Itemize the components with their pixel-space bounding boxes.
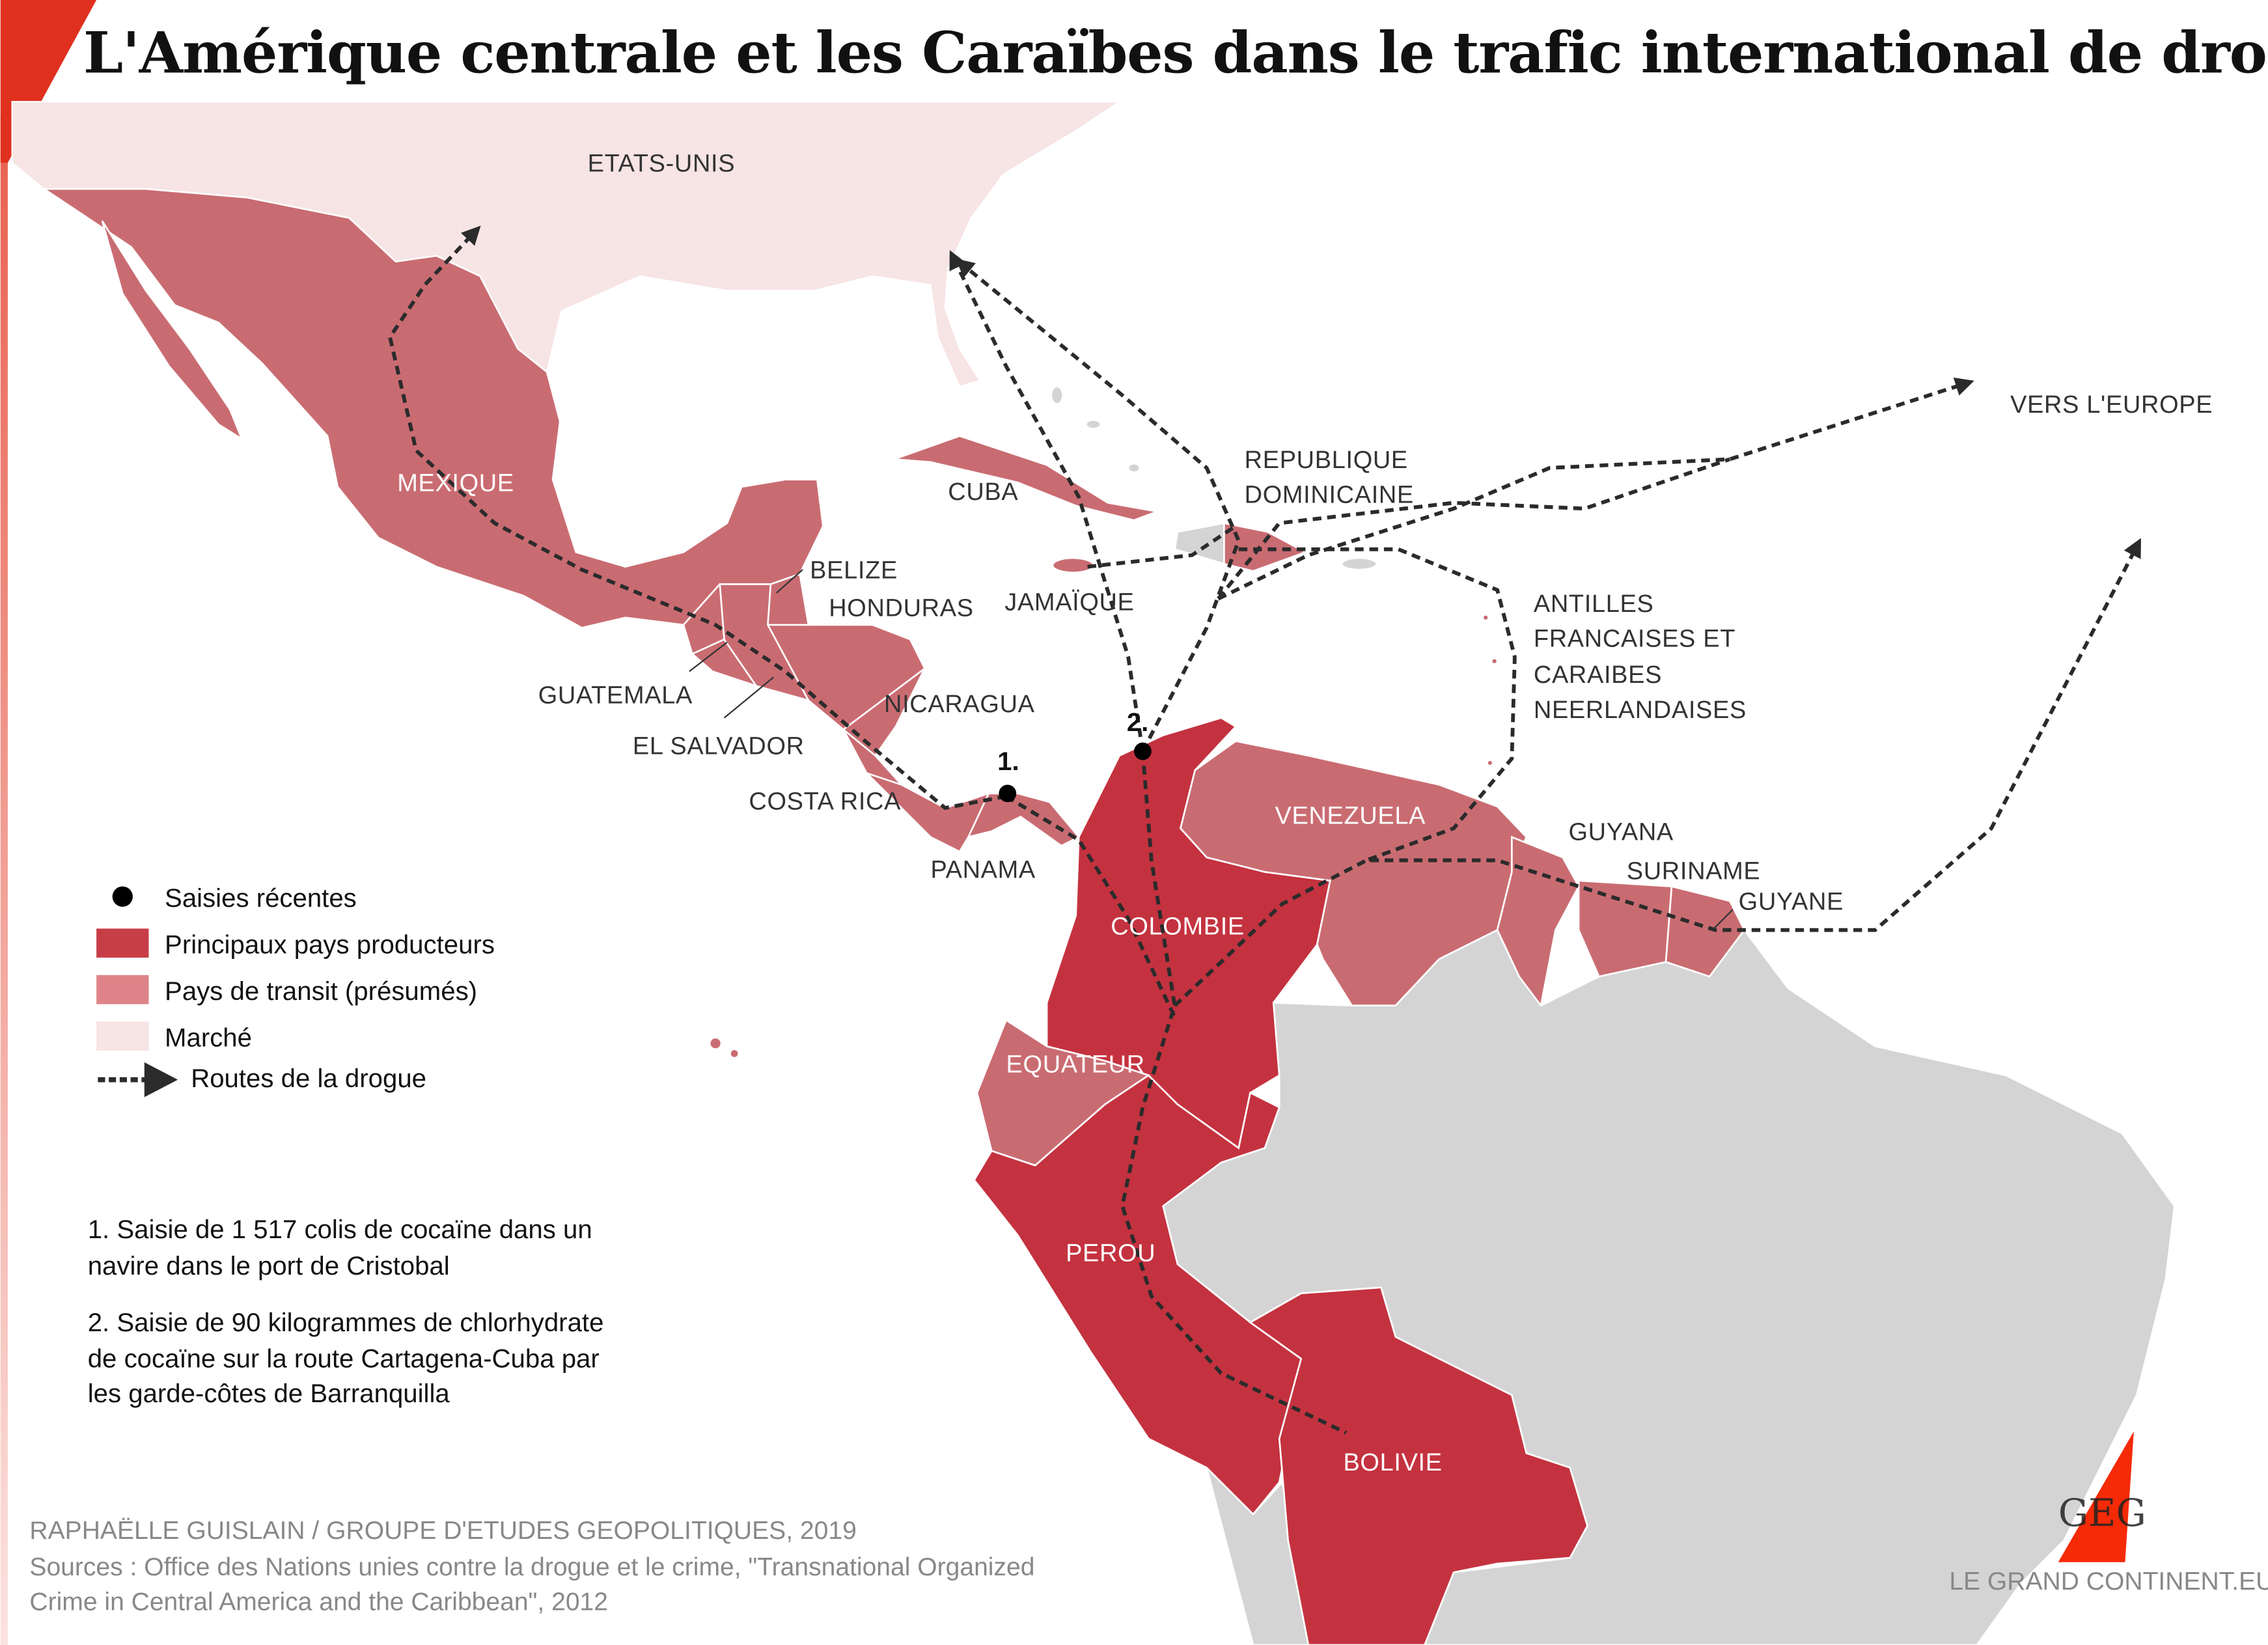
bahamas	[1050, 385, 1141, 473]
label-rep-dom-1: REPUBLIQUE	[1245, 447, 1408, 474]
seizure-point-1	[999, 784, 1017, 803]
label-suriname: SURINAME	[1627, 858, 1761, 885]
country-porto-rico	[1340, 557, 1378, 571]
label-costa-rica: COSTA RICA	[749, 788, 901, 815]
route-jamaique	[1087, 524, 1237, 569]
route-colombie-floride-2	[955, 258, 1241, 753]
route-mexique-usa	[387, 225, 1007, 810]
route-colombie-sud	[1120, 751, 1348, 1435]
label-el-salvador: EL SALVADOR	[633, 733, 805, 760]
label-honduras: HONDURAS	[829, 595, 973, 622]
country-rep-dominicaine	[1223, 522, 1308, 572]
label-guatemala: GUATEMALA	[538, 682, 693, 709]
label-antilles-1: ANTILLES	[1534, 590, 1654, 618]
route-panama-colombie	[1005, 794, 1177, 1018]
note-2-line-2: de cocaïne sur la route Cartagena-Cuba p…	[88, 1344, 600, 1374]
country-bolivie	[1249, 1286, 1588, 1645]
label-antilles-4: NEERLANDAISES	[1534, 697, 1747, 724]
label-vers-europe: VERS L'EUROPE	[2010, 391, 2213, 419]
note-1-line-1: 1. Saisie de 1 517 colis de cocaïne dans…	[88, 1215, 592, 1244]
credit-author: RAPHAËLLE GUISLAIN / GROUPE D'ETUDES GEO…	[29, 1517, 856, 1545]
route-europe-sud	[1238, 538, 2141, 932]
country-perou	[973, 1074, 1303, 1516]
antilles-islands	[708, 613, 1499, 1059]
credits: RAPHAËLLE GUISLAIN / GROUPE D'ETUDES GEO…	[29, 1517, 1034, 1616]
legend-label-producer: Principaux pays producteurs	[165, 930, 495, 959]
label-usa: ETATS-UNIS	[588, 150, 736, 177]
label-belize: BELIZE	[810, 557, 898, 584]
seizure-marker-2: 2.	[1127, 708, 1149, 737]
label-guyana: GUYANA	[1568, 818, 1673, 846]
country-labels: ETATS-UNIS MEXIQUE CUBA REPUBLIQUE DOMIN…	[397, 150, 2213, 1476]
land	[11, 101, 2176, 1645]
label-rep-dom-2: DOMINICAINE	[1245, 481, 1414, 508]
seizure-point-2	[1134, 742, 1152, 760]
country-jamaique	[1051, 557, 1094, 574]
baja-california	[101, 220, 244, 441]
logo-mark: GEG	[2058, 1491, 2146, 1535]
label-bolivie: BOLIVIE	[1343, 1449, 1442, 1476]
label-jamaique: JAMAÏQUE	[1004, 589, 1134, 616]
notes: 1. Saisie de 1 517 colis de cocaïne dans…	[88, 1215, 604, 1408]
map-title: L'Amérique centrale et les Caraïbes dans…	[83, 20, 2268, 87]
label-antilles-2: FRANCAISES ET	[1534, 625, 1736, 652]
seizure-marker-1: 1.	[997, 747, 1019, 776]
label-cuba: CUBA	[948, 478, 1018, 506]
country-cuba	[894, 435, 1161, 521]
label-equateur: EQUATEUR	[1006, 1051, 1145, 1078]
legend-label-routes: Routes de la drogue	[191, 1064, 426, 1093]
label-panama: PANAMA	[930, 856, 1035, 883]
note-2-line-1: 2. Saisie de 90 kilogrammes de chlorhydr…	[88, 1308, 604, 1337]
legend: Saisies récentes Principaux pays product…	[96, 883, 495, 1098]
label-antilles-3: CARAIBES	[1534, 661, 1662, 689]
label-mexique: MEXIQUE	[397, 470, 514, 497]
country-suriname	[1577, 879, 1673, 978]
geg-logo: GEG LE GRAND CONTINENT.EU	[1949, 1431, 2268, 1596]
label-perou: PEROU	[1066, 1240, 1155, 1267]
central-america	[682, 572, 1081, 853]
note-2-line-3: les garde-côtes de Barranquilla	[88, 1379, 450, 1408]
country-haiti	[1173, 522, 1225, 565]
route-colombie-floride-1	[949, 250, 1145, 752]
label-colombie: COLOMBIE	[1111, 913, 1245, 940]
route-colombie-venezuela	[1173, 858, 1368, 1007]
central-america-borders	[691, 584, 989, 838]
drug-routes	[387, 225, 2141, 1435]
legend-arrow-icon	[144, 1062, 178, 1098]
accent-stripe	[0, 116, 8, 1645]
legend-swatch-market	[96, 1021, 149, 1051]
label-guyane: GUYANE	[1739, 888, 1844, 915]
credit-sources-2: Crime in Central America and the Caribbe…	[29, 1588, 608, 1616]
note-1-line-2: navire dans le port de Cristobal	[88, 1251, 450, 1280]
leader-lines	[689, 569, 1734, 931]
label-venezuela: VENEZUELA	[1275, 803, 1426, 830]
logo-site: LE GRAND CONTINENT.EU	[1949, 1568, 2268, 1596]
country-mexique	[41, 187, 824, 629]
label-nicaragua: NICARAGUA	[884, 691, 1035, 718]
legend-label-transit: Pays de transit (présumés)	[165, 976, 477, 1006]
legend-swatch-transit	[96, 975, 149, 1004]
legend-dot-icon	[112, 886, 133, 907]
legend-swatch-producer	[96, 928, 149, 958]
legend-label-market: Marché	[165, 1023, 252, 1052]
seizures: 1. 2.	[997, 708, 1152, 803]
route-europe-branch	[1217, 457, 1731, 600]
credit-sources-1: Sources : Office des Nations unies contr…	[29, 1553, 1034, 1581]
legend-label-seizures: Saisies récentes	[165, 883, 357, 913]
